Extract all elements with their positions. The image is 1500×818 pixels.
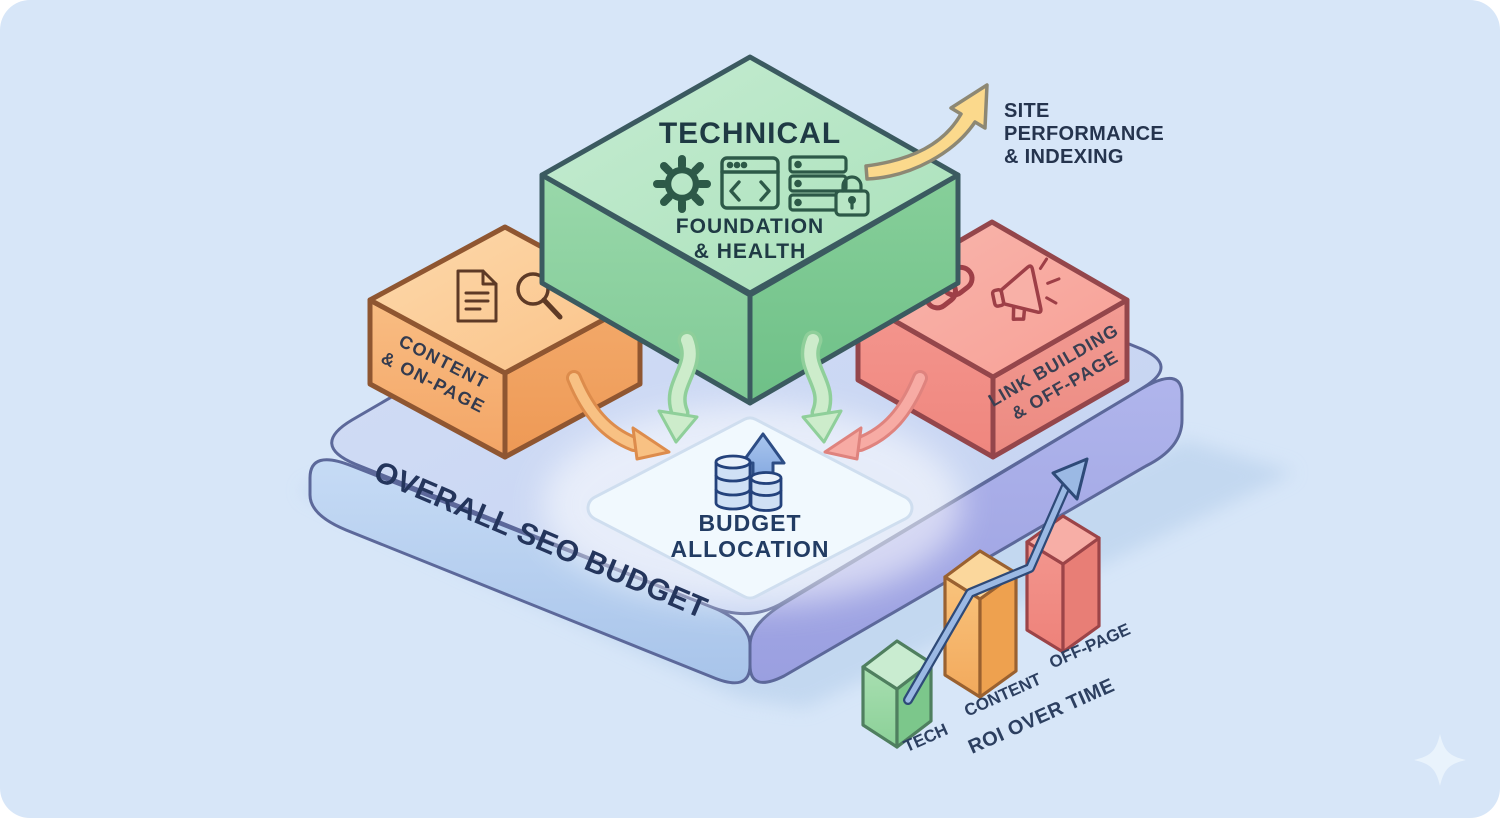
server-lock-icon <box>788 155 870 217</box>
sparkle-icon <box>1414 734 1466 786</box>
coins-icon <box>714 454 783 512</box>
outcome-callout: SITE PERFORMANCE & INDEXING <box>864 83 1164 181</box>
allocation-label-line2: ALLOCATION <box>670 536 829 562</box>
technical-box-top-face <box>539 54 961 296</box>
budget-allocation: BUDGET ALLOCATION <box>670 432 829 562</box>
technical-flow-arrow-left <box>657 330 700 444</box>
platform-right-face <box>748 376 1184 684</box>
platform-left-face <box>308 458 752 685</box>
roi-bar-offpage <box>1025 514 1101 654</box>
document-icon <box>456 269 498 323</box>
link-flow-arrow <box>823 370 928 461</box>
gear-icon <box>653 155 711 213</box>
technical-flow-arrow-right <box>800 330 843 444</box>
megaphone-icon <box>990 257 1061 321</box>
outcome-label-line3: & INDEXING <box>1004 146 1124 168</box>
outcome-label-line2: PERFORMANCE <box>1004 123 1164 145</box>
technical-title: TECHNICAL <box>659 117 841 150</box>
allocation-pad <box>589 419 911 597</box>
allocation-label-line1: BUDGET <box>698 510 801 536</box>
roi-trend-arrow <box>903 457 1089 705</box>
technical-subtitle-line2: & HEALTH <box>694 240 807 263</box>
flow-arrows <box>566 330 928 461</box>
technical-subtitle-line1: FOUNDATION <box>676 215 824 238</box>
content-flow-arrow <box>566 370 671 461</box>
curved-up-arrow-icon <box>864 83 989 181</box>
outcome-label-line1: SITE <box>1004 100 1050 122</box>
code-browser-icon <box>720 156 780 210</box>
